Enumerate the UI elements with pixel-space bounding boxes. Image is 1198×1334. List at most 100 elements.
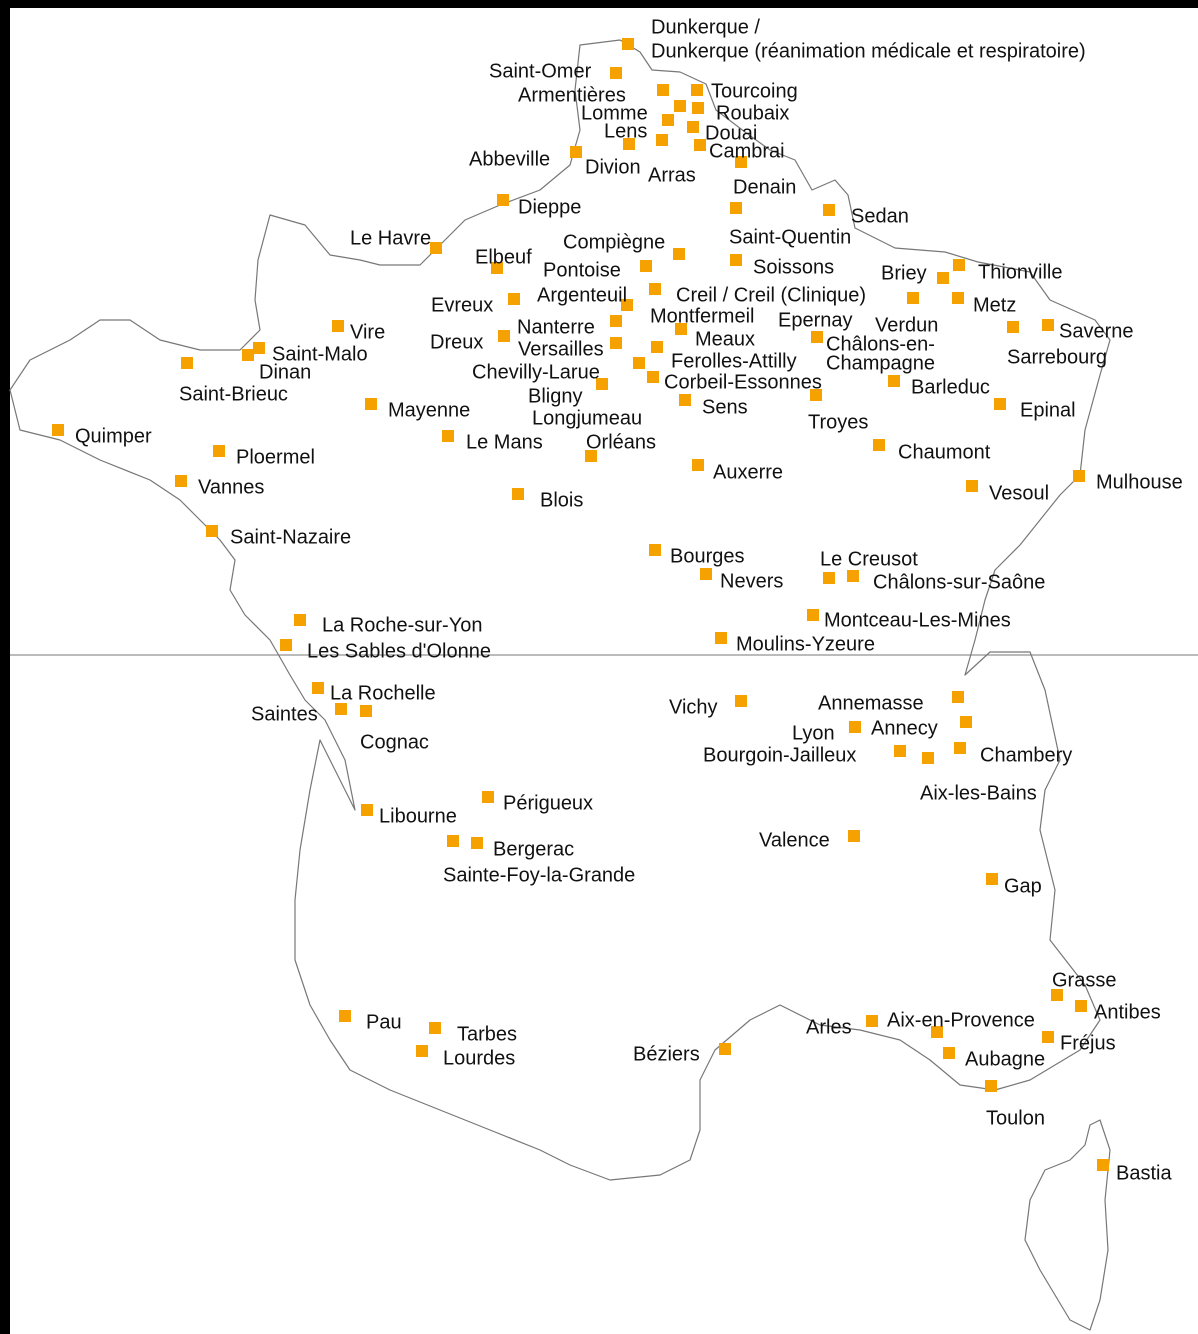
marker-epinal: [994, 398, 1006, 410]
label-gap: Gap: [1004, 875, 1042, 897]
label-chalons-sur-saone: Châlons-sur-Saône: [873, 571, 1045, 593]
label-lens: Lens: [604, 120, 647, 142]
marker-la-roche-sur-yon: [294, 614, 306, 626]
label-briey: Briey: [881, 262, 927, 284]
mainland-border: [9, 39, 1111, 1181]
label-auxerre: Auxerre: [713, 461, 783, 483]
label-antibes: Antibes: [1094, 1001, 1161, 1023]
label-troyes: Troyes: [808, 411, 868, 433]
marker-saint-nazaire: [206, 525, 218, 537]
marker-bligny: [596, 378, 608, 390]
label-bergerac: Bergerac: [493, 838, 574, 860]
label-montceau-les-mines: Montceau-Les-Mines: [824, 609, 1011, 631]
marker-tourcoing: [691, 84, 703, 96]
label-quimper: Quimper: [75, 425, 152, 447]
marker-mulhouse: [1073, 470, 1085, 482]
label-pontoise: Pontoise: [543, 259, 621, 281]
marker-ploermel: [213, 445, 225, 457]
marker-le-havre: [430, 242, 442, 254]
label-bourges: Bourges: [670, 545, 745, 567]
marker-elbeuf: [491, 262, 503, 274]
label-bligny: Bligny: [528, 385, 582, 407]
label-arras: Arras: [648, 164, 696, 186]
marker-pau: [339, 1010, 351, 1022]
label-grasse: Grasse: [1052, 969, 1116, 991]
label-verdun: Verdun: [875, 314, 938, 336]
marker-lourdes: [416, 1045, 428, 1057]
label-aix-en-provence: Aix-en-Provence: [887, 1009, 1035, 1031]
marker-orleans: [585, 450, 597, 462]
marker-montceau-les-mines: [807, 609, 819, 621]
marker-cognac: [360, 705, 372, 717]
marker-nanterre: [610, 315, 622, 327]
label-creil: Creil / Creil (Clinique): [676, 284, 866, 306]
marker-valence: [848, 830, 860, 842]
label-dreux: Dreux: [430, 331, 483, 353]
label-mulhouse: Mulhouse: [1096, 471, 1183, 493]
marker-mayenne: [365, 398, 377, 410]
label-saintes: Saintes: [251, 703, 318, 725]
marker-chambery: [954, 742, 966, 754]
marker-abbeville: [570, 146, 582, 158]
label-cambrai: Cambrai: [709, 140, 785, 162]
marker-saint-brieuc: [181, 357, 193, 369]
marker-armentieres: [657, 84, 669, 96]
marker-saint-malo: [253, 342, 265, 354]
marker-bourges: [649, 544, 661, 556]
label-divion: Divion: [585, 156, 641, 178]
marker-pontoise: [640, 260, 652, 272]
marker-argenteuil: [649, 283, 661, 295]
marker-quimper: [52, 424, 64, 436]
label-roubaix: Roubaix: [716, 102, 789, 124]
marker-perigueux: [482, 791, 494, 803]
label-chalons-en-champagne-1: Châlons-en-: [826, 333, 935, 355]
label-thionville: Thionville: [978, 261, 1062, 283]
marker-dinan: [242, 349, 254, 361]
marker-metz: [952, 292, 964, 304]
label-vannes: Vannes: [198, 476, 264, 498]
label-le-creusot: Le Creusot: [820, 548, 918, 570]
marker-sedan: [823, 204, 835, 216]
marker-corbeil-essonnes: [647, 371, 659, 383]
marker-evreux: [508, 293, 520, 305]
label-dunkerque-1: Dunkerque /: [651, 16, 760, 38]
label-argenteuil: Argenteuil: [537, 284, 627, 306]
label-sarrebourg: Sarrebourg: [1007, 346, 1107, 368]
label-la-rochelle: La Rochelle: [330, 682, 436, 704]
label-toulon: Toulon: [986, 1107, 1045, 1129]
marker-thionville: [953, 259, 965, 271]
marker-le-mans: [442, 430, 454, 442]
marker-lens: [662, 114, 674, 126]
marker-lomme: [674, 100, 686, 112]
label-sedan: Sedan: [851, 205, 909, 227]
marker-dreux: [498, 330, 510, 342]
marker-vichy: [735, 695, 747, 707]
label-nanterre: Nanterre: [517, 316, 595, 338]
label-blois: Blois: [540, 489, 583, 511]
label-les-sables-d-olonne: Les Sables d'Olonne: [307, 640, 491, 662]
label-dunkerque-2: Dunkerque (réanimation médicale et respi…: [651, 40, 1086, 62]
label-saint-quentin: Saint-Quentin: [729, 226, 851, 248]
marker-bourgoin-jailleux: [894, 745, 906, 757]
marker-chalons-en-champagne-1: [811, 331, 823, 343]
label-saverne: Saverne: [1059, 320, 1134, 342]
label-lourdes: Lourdes: [443, 1047, 515, 1069]
marker-annecy: [960, 716, 972, 728]
label-moulins-yzeure: Moulins-Yzeure: [736, 633, 875, 655]
label-longjumeau: Longjumeau: [532, 407, 642, 429]
label-cognac: Cognac: [360, 731, 429, 753]
label-epinal: Epinal: [1020, 399, 1076, 421]
label-valence: Valence: [759, 829, 830, 851]
label-vesoul: Vesoul: [989, 482, 1049, 504]
marker-sens: [679, 394, 691, 406]
marker-dunkerque-1: [622, 38, 634, 50]
label-chalons-en-champagne-2: Champagne: [826, 352, 935, 374]
label-tarbes: Tarbes: [457, 1023, 517, 1045]
marker-versailles: [610, 337, 622, 349]
label-saint-brieuc: Saint-Brieuc: [179, 383, 288, 405]
label-epernay: Epernay: [778, 309, 853, 331]
label-le-mans: Le Mans: [466, 431, 543, 453]
marker-montfermeil: [621, 299, 633, 311]
label-meaux: Meaux: [695, 328, 755, 350]
marker-chaumont: [873, 439, 885, 451]
